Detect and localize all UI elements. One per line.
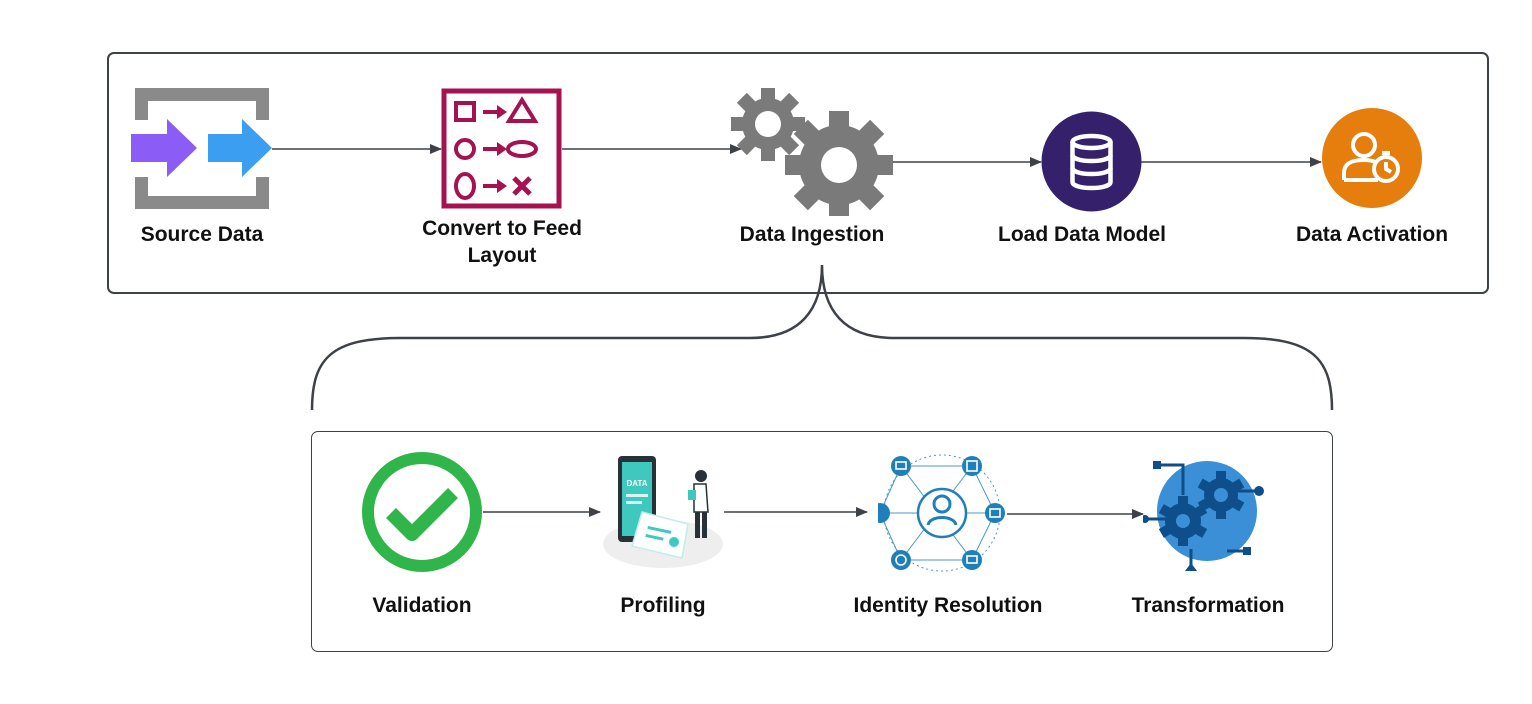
database-icon (1041, 111, 1142, 212)
step-label-data-activation: Data Activation (1295, 223, 1449, 246)
step-label-load-data-model: Load Data Model (997, 223, 1167, 246)
gears-icon (731, 88, 893, 216)
step-label-identity-resolution: Identity Resolution (853, 594, 1043, 617)
check-circle-icon (362, 452, 482, 572)
user-timer-icon (1322, 108, 1422, 208)
step-label-convert-feed-layout: Convert to Feed Layout (422, 217, 582, 267)
ingestion-detail-panel (311, 431, 1333, 652)
source-data-icon (131, 88, 272, 209)
step-label-transformation: Transformation (1131, 594, 1285, 617)
step-label-data-ingestion: Data Ingestion (739, 223, 885, 246)
feed-layout-icon (441, 88, 562, 209)
gear-circuit-icon (1143, 461, 1264, 571)
identity-network-icon (878, 454, 1005, 572)
svg-text:DATA: DATA (626, 479, 647, 488)
ingestion-brace (310, 264, 1334, 411)
data-profiling-icon: DATA (603, 456, 723, 568)
step-label-profiling: Profiling (620, 594, 706, 617)
step-label-validation: Validation (372, 594, 472, 617)
step-label-source-data: Source Data (140, 223, 264, 246)
